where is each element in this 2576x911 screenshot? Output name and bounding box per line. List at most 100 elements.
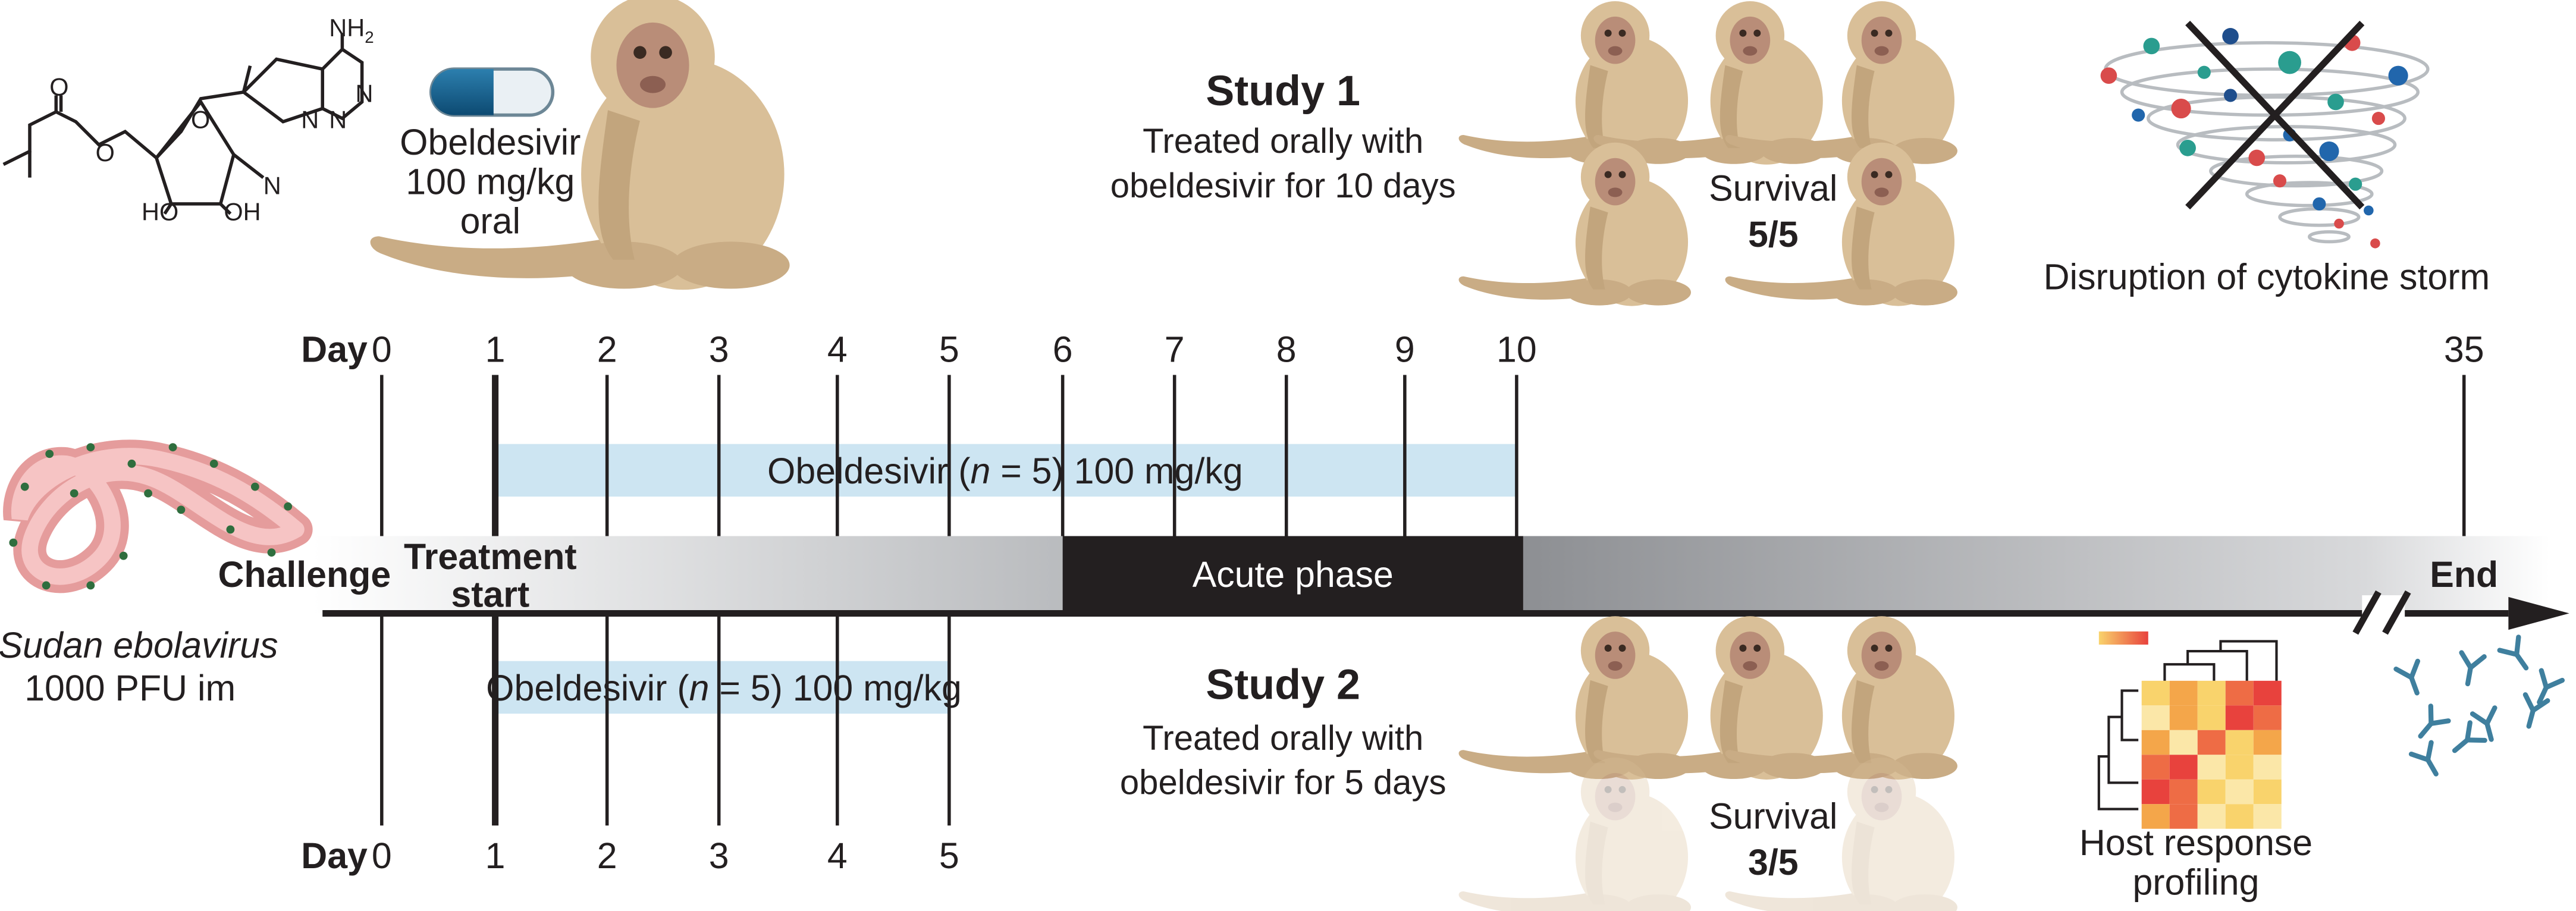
- heatmap-cell: [2141, 680, 2170, 706]
- svg-text:HO: HO: [142, 198, 178, 226]
- heatmap-cell: [2141, 705, 2170, 730]
- antibody-icon: [2537, 668, 2565, 705]
- antibody-icon: [2452, 720, 2487, 753]
- heatmap-cell: [2197, 730, 2226, 755]
- heatmap-cell: [2169, 779, 2198, 805]
- treatment-bar-study2: [495, 661, 949, 714]
- study1-survival-value: 5/5: [1748, 214, 1799, 255]
- heatmap-cell: [2169, 804, 2198, 829]
- antibody-icon: [2522, 692, 2550, 729]
- day-label-top-5: 5: [939, 329, 959, 369]
- timeline-gradient-left: [312, 536, 1066, 614]
- heatmap-cell: [2141, 779, 2170, 805]
- ebolavirus-icon: [3, 439, 313, 593]
- day-label-top-10: 10: [1496, 329, 1537, 369]
- study2-line2: obeldesivir for 5 days: [1120, 764, 1447, 802]
- obeldesivir-structure-icon: [2, 33, 364, 215]
- svg-text:N: N: [263, 171, 281, 199]
- treatment-bar-study1: [495, 444, 1517, 497]
- drug-dose: 100 mg/kg: [406, 161, 575, 202]
- svg-text:N: N: [329, 106, 347, 134]
- treatment-bar-study2-label: Obeldesivir (n = 5) 100 mg/kg: [486, 668, 962, 708]
- heatmap-cell: [2197, 705, 2226, 730]
- virus-dose: 1000 PFU im: [24, 668, 236, 708]
- day-label-top-3: 3: [709, 329, 729, 369]
- heatmap-cell: [2253, 779, 2282, 805]
- heatmap-cell: [2253, 804, 2282, 829]
- heatmap-cell: [2225, 680, 2254, 706]
- day-label-bottom-3: 3: [709, 835, 729, 876]
- heatmap-icon: [2097, 631, 2282, 829]
- axis-break-icon: [2352, 590, 2411, 635]
- study2-survival-label: Survival: [1709, 796, 1837, 837]
- drug-route: oral: [460, 201, 520, 241]
- heatmap-cell: [2197, 779, 2226, 805]
- heatmap-cell: [2197, 755, 2226, 780]
- host-response-label-2: profiling: [2132, 862, 2259, 902]
- acute-phase-bar: [1062, 536, 1523, 614]
- day-label-top-9: 9: [1395, 329, 1415, 369]
- heatmap-cell: [2225, 804, 2254, 829]
- heatmap-cell: [2253, 680, 2282, 706]
- study2-monkey-alive: [1458, 616, 1692, 780]
- heatmap-cell: [2141, 730, 2170, 755]
- antibody-icon: [2470, 705, 2497, 742]
- study2-monkey-dead: [1458, 758, 1692, 911]
- svg-text:OH: OH: [224, 198, 261, 226]
- treatment-bar-study1-label: Obeldesivir (n = 5) 100 mg/kg: [767, 451, 1243, 491]
- heatmap-cell: [2225, 705, 2254, 730]
- day-label-top-6: 6: [1053, 329, 1073, 369]
- day-label-top-2: 2: [597, 329, 617, 369]
- heatmap-cell: [2197, 804, 2226, 829]
- heatmap-cell: [2141, 804, 2170, 829]
- svg-text:NH2: NH2: [329, 14, 374, 46]
- day-label-top-35: 35: [2444, 329, 2484, 369]
- study1-survival-label: Survival: [1709, 168, 1837, 208]
- study2-survival-monkeys: [1458, 616, 1957, 911]
- svg-text:N: N: [301, 106, 319, 134]
- svg-text:O: O: [96, 139, 115, 167]
- study1-line1: Treated orally with: [1143, 122, 1423, 161]
- day-label-top-0: 0: [372, 329, 392, 369]
- day-label-bottom-5: 5: [939, 835, 959, 876]
- day-label-bottom-1: 1: [485, 835, 506, 876]
- host-response-label-1: Host response: [2079, 822, 2313, 863]
- study1-title: Study 1: [1206, 67, 1360, 115]
- treatment-start-label-2: start: [451, 574, 529, 614]
- day-label-top: Day: [301, 329, 368, 369]
- cytokine-label: Disruption of cytokine storm: [2044, 257, 2490, 297]
- study1-survival-monkeys: [1458, 1, 1957, 306]
- svg-text:N: N: [356, 79, 374, 107]
- heatmap-cell: [2253, 755, 2282, 780]
- heatmap-cell: [2253, 705, 2282, 730]
- end-label: End: [2430, 554, 2498, 595]
- heatmap-cell: [2169, 755, 2198, 780]
- pill-icon: [429, 67, 555, 117]
- antibody-icon: [2393, 658, 2421, 696]
- antibody-icons: [2393, 634, 2565, 777]
- day-ticks: [380, 375, 2466, 826]
- timeline-arrowhead: [2508, 596, 2569, 630]
- antibody-icon: [2418, 703, 2451, 739]
- day-label-bottom: Day: [301, 835, 368, 876]
- challenge-label: Challenge: [218, 554, 391, 595]
- treatment-start-label-1: Treatment: [404, 536, 577, 577]
- day-label-top-7: 7: [1165, 329, 1185, 369]
- day-label-top-1: 1: [485, 329, 506, 369]
- day-label-top-8: 8: [1276, 329, 1297, 369]
- heatmap-cell: [2169, 730, 2198, 755]
- day-label-bottom-0: 0: [372, 835, 392, 876]
- study2-title: Study 2: [1206, 661, 1360, 708]
- heatmap-cell: [2225, 779, 2254, 805]
- heatmap-cell: [2253, 730, 2282, 755]
- study1-line2: obeldesivir for 10 days: [1110, 167, 1456, 205]
- cytokine-storm-icon: [2100, 20, 2430, 249]
- acute-phase-label: Acute phase: [1193, 554, 1394, 595]
- heatmap-cell: [2197, 680, 2226, 706]
- study2-line1: Treated orally with: [1143, 719, 1423, 758]
- antibody-icon: [2408, 740, 2439, 777]
- heatmap-cell: [2225, 730, 2254, 755]
- obeldesivir-structure-labels: O O O HO OH N N N N NH2: [49, 14, 374, 226]
